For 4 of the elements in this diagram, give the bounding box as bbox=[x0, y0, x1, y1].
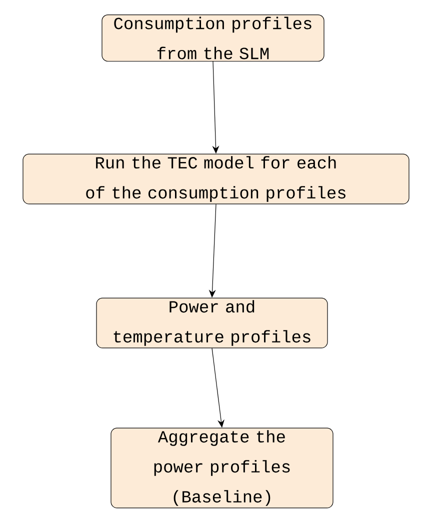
process-box: Aggregate the power profiles (Baseline) bbox=[110, 428, 334, 508]
process-box: Consumption profiles from the SLM bbox=[102, 14, 324, 62]
process-box: Power and temperature profiles bbox=[96, 298, 328, 348]
process-box: Run the TEC model for each of the consumption profiles bbox=[22, 154, 410, 204]
